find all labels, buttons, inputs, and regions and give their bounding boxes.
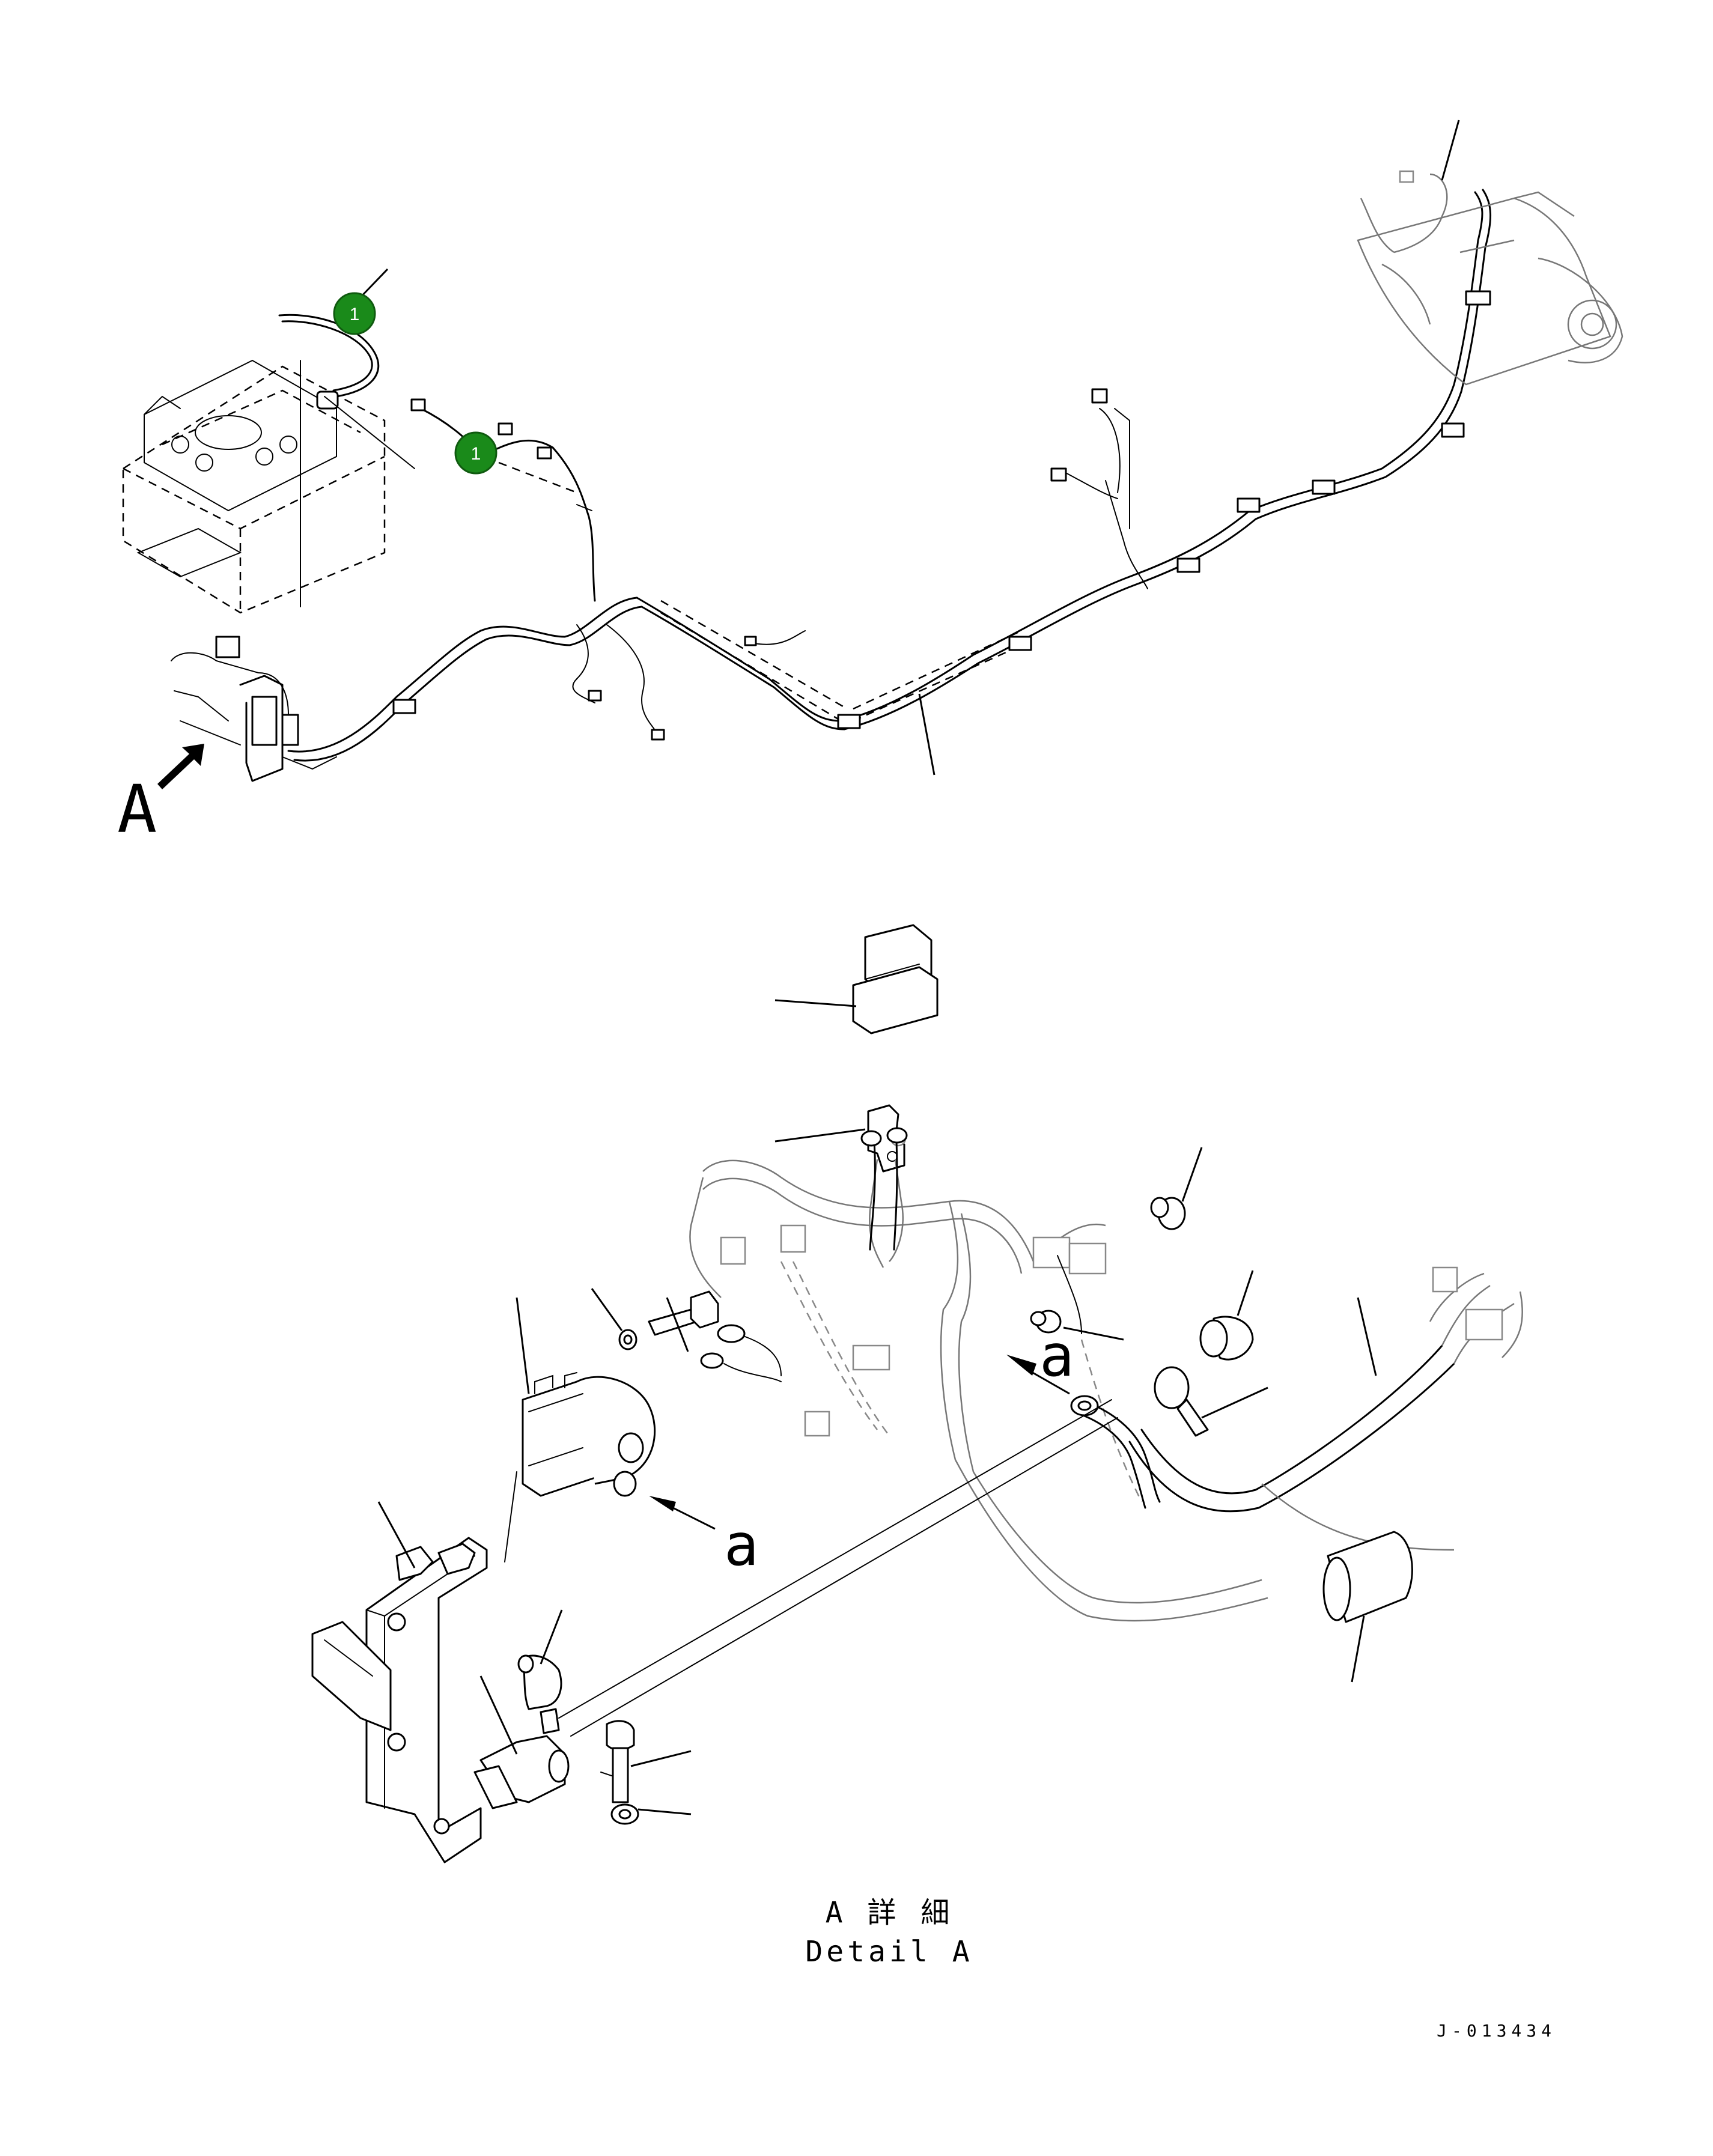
relay-bracket: [774, 1104, 905, 1173]
projection-lines: [504, 1399, 1118, 1779]
arrow-label-a-upper: a: [1039, 1322, 1074, 1389]
nut-washer: [1030, 1310, 1124, 1341]
battery-relay: [516, 1297, 656, 1497]
relay-cluster: [171, 636, 337, 782]
sensor-harness-branch: [410, 398, 596, 602]
part-badge-1-top: 1: [333, 292, 376, 335]
terminal-cap-small: [1150, 1147, 1203, 1230]
badge-label: 1: [471, 444, 481, 464]
main-harness: [287, 189, 1492, 776]
battery-cable: [278, 268, 415, 469]
heater-relay: [473, 1675, 570, 1809]
bolt-lower: [606, 1720, 692, 1803]
view-arrow-a: A: [117, 744, 204, 848]
starter-motor: [1357, 191, 1623, 386]
view-label-a: A: [117, 771, 157, 848]
harness-branches: [572, 388, 1148, 741]
caption-en: Detail A: [805, 1935, 973, 1969]
detail-caption: A 詳 細 Detail A: [805, 1896, 973, 1969]
eyelet-pair: [860, 1127, 1082, 1334]
badge-circle: [333, 292, 376, 335]
detail-arrow-a-upper: a: [1006, 1322, 1074, 1395]
ground-eyelet: [700, 1324, 782, 1382]
badge-circle: [454, 431, 497, 475]
detail-arrow-a-lower: a: [649, 1496, 759, 1579]
arrow-label-a-lower: a: [724, 1511, 759, 1579]
terminal-cap-large: [1199, 1270, 1254, 1361]
washer-upper: [591, 1288, 637, 1350]
harness-large-right: [1128, 1266, 1523, 1551]
badge-label: 1: [350, 305, 360, 324]
battery-box: [122, 359, 386, 614]
detail-harness: [689, 1130, 1268, 1622]
mounting-bracket: [311, 1501, 488, 1863]
starter-lead: [1360, 120, 1460, 254]
relay-part: [774, 924, 939, 1034]
detail-a-view: a a: [311, 924, 1523, 1969]
washer-lower: [610, 1803, 692, 1825]
drawing-code: J-013434: [1437, 2021, 1556, 2041]
battery-cable-detail: [1070, 1395, 1161, 1509]
fuse-cap: [1322, 1531, 1413, 1683]
elbow-fitting: [517, 1609, 563, 1710]
overview-view: A 1 1: [117, 120, 1623, 848]
bolt-upper: [648, 1290, 719, 1352]
part-badge-1-mid: 1: [454, 431, 497, 475]
caption-jp: A 詳 細: [826, 1896, 954, 1930]
terminal-boot: [1154, 1366, 1268, 1437]
